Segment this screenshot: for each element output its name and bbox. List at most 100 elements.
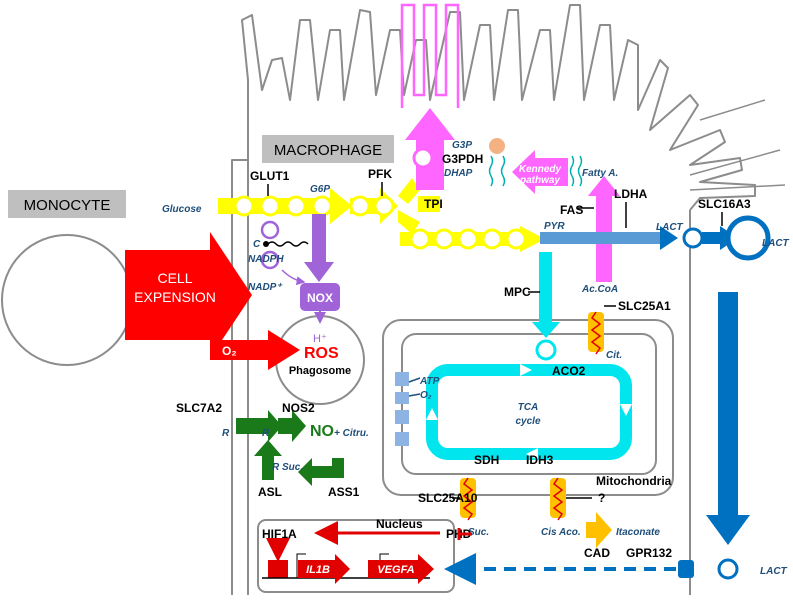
lact-label-3: LACT bbox=[760, 566, 788, 577]
o2-ros-label: O₂ bbox=[222, 344, 237, 358]
g3pdh-glycerol-node bbox=[412, 147, 434, 169]
cit-label: Cit. bbox=[606, 350, 622, 361]
fatty-acid-label: Fatty A. bbox=[582, 168, 618, 179]
gpr132-label: GPR132 bbox=[626, 546, 672, 560]
monocyte-label: MONOCYTE bbox=[24, 197, 111, 214]
lipid-head-icon bbox=[489, 138, 505, 154]
aco2-label: ACO2 bbox=[552, 364, 586, 378]
itaconate-label: Itaconate bbox=[616, 527, 660, 538]
cad-label: CAD bbox=[584, 546, 610, 560]
h-plus-label: H⁺ bbox=[313, 333, 327, 345]
hif1a-label: HIF1A bbox=[262, 527, 297, 541]
phagosome-label: Phagosome bbox=[289, 365, 351, 377]
sdh-label: SDH bbox=[474, 453, 499, 467]
pyr-label: PYR bbox=[544, 221, 565, 232]
macrophage-label-box bbox=[262, 135, 394, 163]
kennedy-label-1: Kennedy bbox=[519, 164, 562, 175]
hif1a-response-element bbox=[268, 560, 288, 578]
mitochondria-outer-membrane bbox=[382, 319, 674, 496]
lactate-down-arrow bbox=[706, 292, 750, 545]
fatty-acid-tails-icon bbox=[569, 155, 583, 187]
slc16a3-label: SLC16A3 bbox=[698, 197, 751, 211]
nadph-node-2 bbox=[260, 250, 280, 270]
cell-expansion-label-2: EXPENSION bbox=[134, 289, 216, 305]
cad-arrow bbox=[586, 512, 612, 548]
glycolysis-pathway bbox=[218, 178, 545, 252]
tca-arrow-bottom bbox=[526, 448, 538, 460]
atp-label: ATP bbox=[419, 376, 440, 387]
nox-purple-arrow bbox=[304, 214, 334, 282]
electron-transport-chain bbox=[395, 372, 409, 446]
vegfa-label: VEGFA bbox=[377, 564, 414, 576]
fas-label: FAS bbox=[560, 203, 583, 217]
nox-box bbox=[300, 283, 340, 311]
nadp-label: NADP⁺ bbox=[248, 282, 283, 293]
cis-aco-label: Cis Aco. bbox=[541, 527, 581, 538]
pyr-mito-node bbox=[535, 339, 557, 361]
macrophage-membrane bbox=[231, 4, 786, 595]
c-wavy-line bbox=[267, 241, 309, 247]
citru-label: + Citru. bbox=[334, 428, 369, 439]
tca-arrow-left bbox=[426, 408, 438, 420]
g3p-label: G3P bbox=[452, 140, 472, 151]
slc7a2-label: SLC7A2 bbox=[176, 401, 222, 415]
nadph-label: NADPH bbox=[248, 254, 284, 265]
idh3-label: IDH3 bbox=[526, 453, 554, 467]
kennedy-arrow bbox=[512, 150, 568, 194]
slc25a1-label: SLC25A1 bbox=[618, 299, 671, 313]
o2-mito-label: O₂ bbox=[420, 390, 432, 401]
tpi-label: TPI bbox=[424, 197, 443, 211]
c-label: C bbox=[253, 239, 261, 250]
monocyte-label-box bbox=[8, 190, 126, 218]
vegfa-gene bbox=[368, 554, 434, 584]
g6p-label: G6P bbox=[310, 184, 330, 195]
slc25a10-label: SLC25A10 bbox=[418, 491, 478, 505]
lipid-tails-icon bbox=[488, 155, 506, 187]
lact-label-2: LACT bbox=[762, 238, 790, 249]
dhap-label: DHAP bbox=[444, 168, 473, 179]
unknown-transporter-label: ? bbox=[598, 491, 605, 505]
mitochondria-label: Mitochondria bbox=[596, 474, 672, 488]
cell-expansion-label-1: CELL bbox=[157, 270, 192, 286]
lactate-export bbox=[540, 215, 771, 261]
c-dot bbox=[263, 241, 269, 247]
arginine-pathway bbox=[236, 410, 344, 486]
fas-up-arrow bbox=[588, 176, 620, 282]
r-label-2: R bbox=[262, 428, 270, 439]
kennedy-label-2: pathway bbox=[519, 175, 560, 186]
glut1-label: GLUT1 bbox=[250, 169, 290, 183]
ass1-label: ASS1 bbox=[328, 485, 360, 499]
slc25a1-transporter bbox=[588, 312, 604, 352]
nadph-node-1 bbox=[260, 220, 280, 240]
r-suc-label: R Suc. bbox=[272, 462, 303, 473]
ros-label: ROS bbox=[304, 345, 339, 362]
nos2-label: NOS2 bbox=[282, 401, 315, 415]
glucose-label: Glucose bbox=[162, 204, 202, 215]
ac-coa-label: Ac.CoA bbox=[581, 284, 618, 295]
tca-arrow-top bbox=[520, 364, 532, 376]
gpr132-receptor bbox=[678, 560, 694, 578]
asl-label: ASL bbox=[258, 485, 282, 499]
macrophage-label: MACROPHAGE bbox=[274, 142, 382, 159]
pfk-label: PFK bbox=[368, 167, 392, 181]
monocyte-cell bbox=[1, 234, 133, 366]
tca-label-2: cycle bbox=[515, 416, 540, 427]
mpc-arrow bbox=[532, 252, 560, 338]
mpc-label: MPC bbox=[504, 285, 531, 299]
r-label-1: R bbox=[222, 428, 230, 439]
unknown-transporter bbox=[550, 478, 566, 518]
g3pdh-label: G3PDH bbox=[442, 152, 483, 166]
lact-label-1: LACT bbox=[656, 222, 684, 233]
il1b-gene bbox=[298, 554, 350, 584]
no-label: NO bbox=[310, 423, 334, 440]
cell-expansion-arrow bbox=[125, 232, 252, 358]
o2-ros-arrow bbox=[210, 330, 300, 370]
tca-label-1: TCA bbox=[518, 402, 539, 413]
lipid-microvillus bbox=[400, 3, 460, 108]
nucleus-label: Nucleus bbox=[376, 517, 423, 531]
nox-label: NOX bbox=[307, 291, 333, 305]
g3p-up-arrow bbox=[405, 108, 455, 190]
tca-arrow-right bbox=[620, 404, 632, 416]
